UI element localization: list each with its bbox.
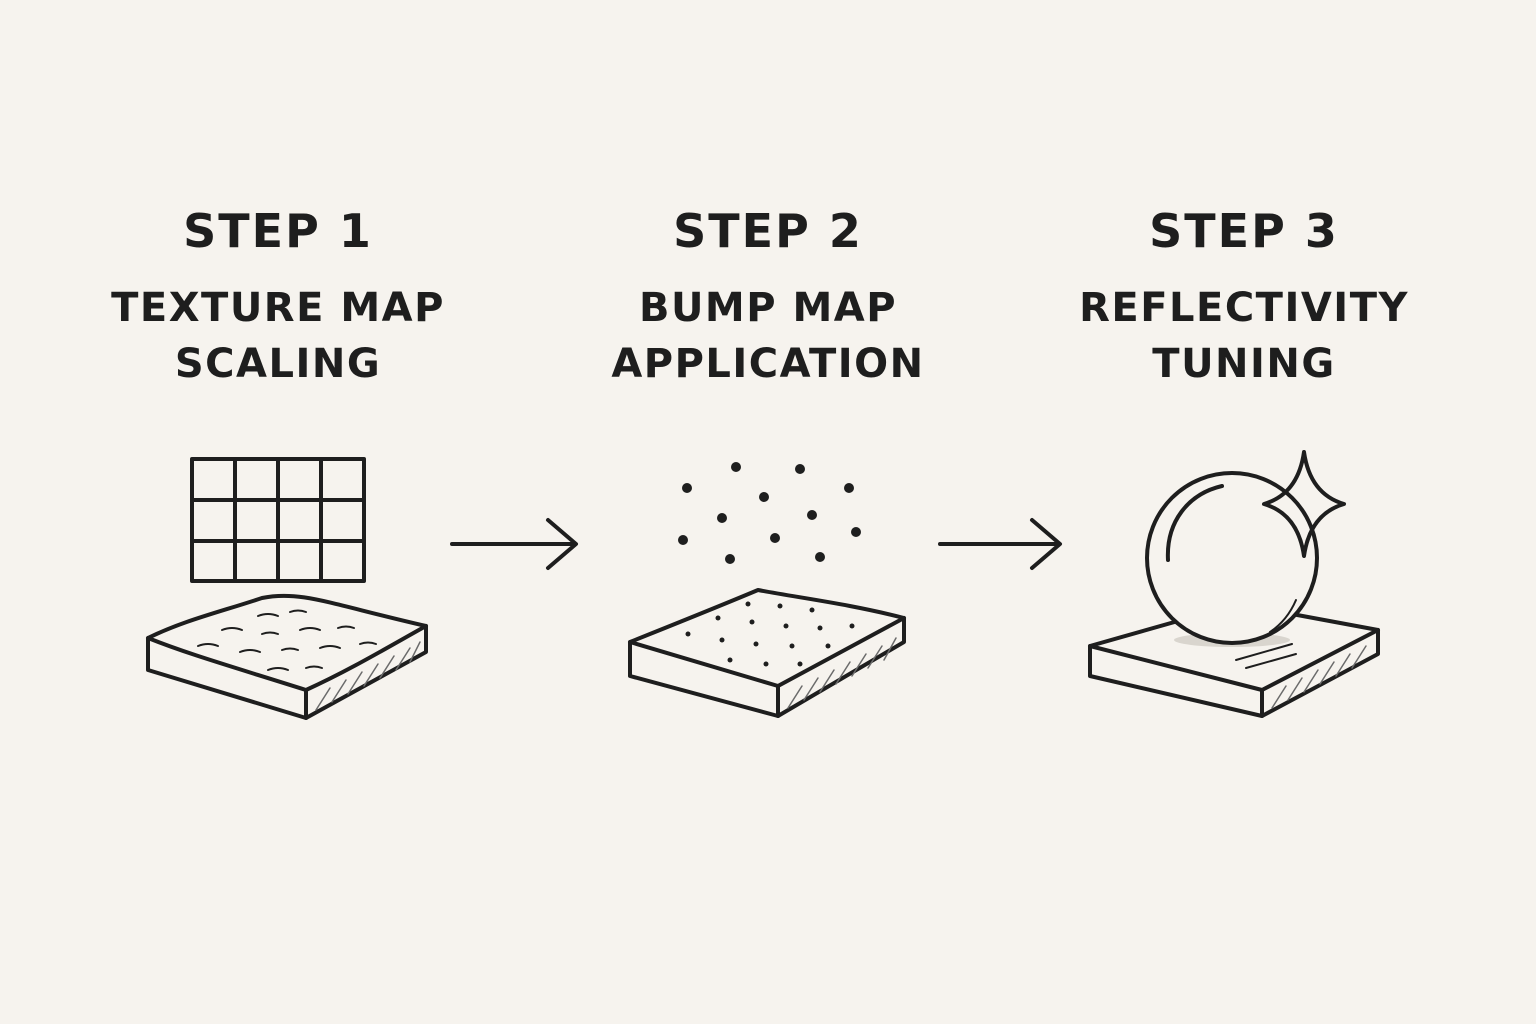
sphere-sparkle-on-slab-icon [1088,450,1380,718]
texture-grid-icon [190,457,366,583]
step-1: STEP 1 TEXTURE MAP SCALING [68,196,488,392]
step-title-line: SCALING [174,341,382,387]
reflective-sphere-icon [1145,471,1319,647]
bump-dots-icon [678,462,861,564]
texture-grid-over-slab-icon [146,457,428,720]
step-title: BUMP MAP APPLICATION [558,280,978,392]
arrow-right-icon [450,518,578,570]
step-3: STEP 3 REFLECTIVITY TUNING [1034,196,1454,392]
sparkle-icon [1262,450,1346,558]
step-2: STEP 2 BUMP MAP APPLICATION [558,196,978,392]
step-title-line: TUNING [1152,341,1336,387]
step-title: TEXTURE MAP SCALING [68,280,488,392]
step-title-line: APPLICATION [611,341,925,387]
step-title-line: REFLECTIVITY [1079,285,1409,331]
arrow-right-icon [938,518,1062,570]
step-number: STEP 1 [183,204,373,258]
step-title-line: BUMP MAP [638,285,898,331]
step-title: REFLECTIVITY TUNING [1034,280,1454,392]
step-number: STEP 3 [1149,204,1339,258]
step-number: STEP 2 [673,204,863,258]
slab-icon [628,588,906,718]
wavy-slab-icon [146,593,428,720]
step-title-line: TEXTURE MAP [111,285,445,331]
bump-dots-over-slab-icon [628,462,906,718]
